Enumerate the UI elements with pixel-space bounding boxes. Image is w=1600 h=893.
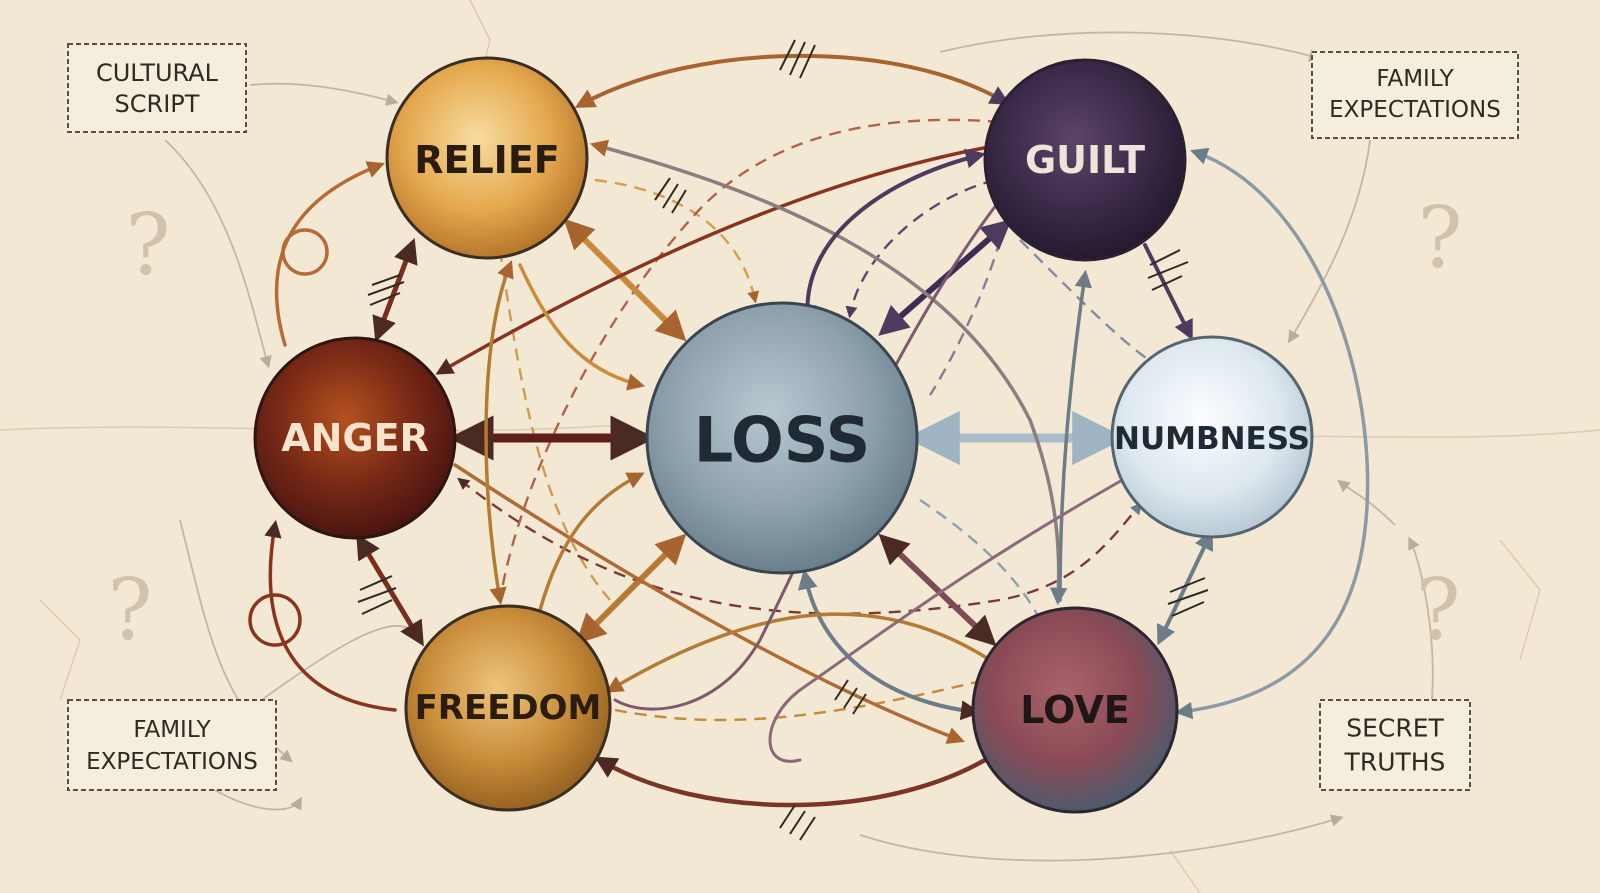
- question-mark-bottom-right: ?: [1415, 561, 1460, 659]
- arrow-guilt-loss-curve: [796, 148, 986, 326]
- arrow-numbness-freedom: [768, 468, 1142, 763]
- arrow-relief-anger: [372, 237, 418, 343]
- node-anger: ANGER: [253, 336, 457, 540]
- arrow-freedom-love: [594, 756, 988, 808]
- node-guilt-label: GUILT: [1025, 138, 1145, 182]
- question-mark-top-left: ?: [125, 196, 170, 294]
- arrow-guilt-love-outer: [1174, 147, 1370, 720]
- arrow-loss-love-curve: [797, 569, 981, 721]
- node-numbness-label: NUMBNESS: [1114, 421, 1310, 457]
- solid-connections: [248, 53, 1370, 808]
- faint-background-arrows: [164, 31, 1434, 862]
- box-family-expectations-bottom: FAMILY EXPECTATIONS: [67, 699, 277, 791]
- box-family-expectations-bottom-line-1: FAMILY: [133, 717, 211, 743]
- arrow-freedom-relief: [484, 260, 514, 606]
- arrow-love-guilt: [1058, 269, 1092, 602]
- arrow-love-freedom: [605, 612, 992, 693]
- box-cultural-script: CULTURAL SCRIPT: [67, 43, 247, 133]
- node-numbness: NUMBNESS: [1110, 335, 1314, 539]
- node-anger-label: ANGER: [281, 416, 429, 460]
- box-secret-truths-line-2: TRUTHS: [1344, 748, 1446, 777]
- arrow-relief-love: [589, 139, 1068, 606]
- arrow-freedom-anger-outer: [264, 519, 397, 712]
- node-freedom: FREEDOM: [404, 604, 612, 812]
- box-secret-truths: SECRET TRUTHS: [1319, 699, 1471, 791]
- box-family-expectations-bottom-line-2: EXPECTATIONS: [86, 749, 258, 775]
- box-cultural-script-line-2: SCRIPT: [115, 90, 200, 118]
- arrow-freedom-loss-curve: [538, 472, 645, 612]
- node-freedom-label: FREEDOM: [415, 688, 602, 728]
- question-marks: ? ? ? ?: [107, 189, 1462, 659]
- node-relief-label: RELIEF: [414, 138, 560, 182]
- box-family-expectations-top: FAMILY EXPECTATIONS: [1311, 51, 1519, 139]
- node-love: LOVE: [971, 606, 1179, 814]
- node-relief: RELIEF: [385, 56, 589, 260]
- box-secret-truths-line-1: SECRET: [1346, 714, 1444, 743]
- arrow-relief-loss-curve: [518, 263, 646, 391]
- node-guilt: GUILT: [983, 58, 1187, 262]
- loop-freedom-anger: [248, 593, 302, 647]
- node-loss: LOSS: [645, 301, 919, 575]
- tension-hatch-marks: [357, 39, 1209, 841]
- node-loss-label: LOSS: [694, 404, 871, 477]
- arrow-guilt-freedom: [613, 198, 1002, 711]
- box-cultural-script-line-1: CULTURAL: [96, 59, 219, 87]
- node-love-label: LOVE: [1020, 688, 1130, 732]
- box-family-expectations-top-line-2: EXPECTATIONS: [1329, 97, 1501, 123]
- question-mark-top-right: ?: [1417, 189, 1462, 287]
- box-family-expectations-top-line-1: FAMILY: [1376, 66, 1454, 92]
- question-mark-bottom-left: ?: [107, 561, 152, 659]
- loop-anger-relief: [281, 228, 329, 276]
